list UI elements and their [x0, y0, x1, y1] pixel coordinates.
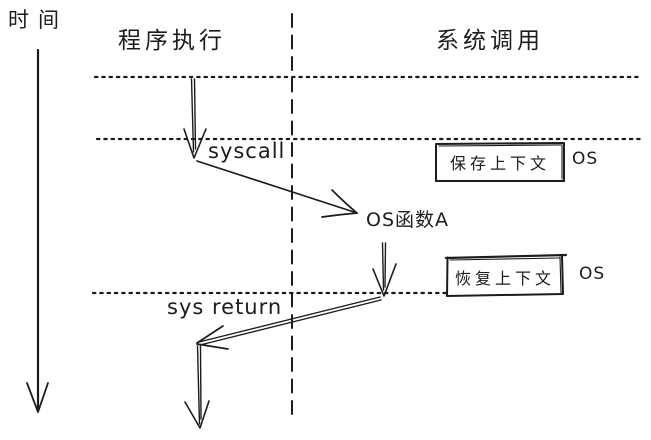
time-axis-arrow — [26, 48, 49, 413]
restore-context-box — [444, 253, 568, 297]
syscall-label: syscall — [208, 139, 286, 163]
os-function-label: OS函数A — [366, 209, 450, 231]
os-function-arrow — [372, 242, 397, 297]
time-axis-label: 时间 — [8, 8, 68, 32]
restore-context-box-label: 恢复上下文 — [454, 268, 555, 288]
restore-context-os-label: OS — [579, 264, 606, 284]
syscall-arrow — [196, 160, 358, 218]
column-header-program-execution: 程序执行 — [118, 28, 226, 54]
save-context-os-label: OS — [572, 149, 599, 169]
save-context-box-label: 保存上下文 — [449, 154, 550, 173]
sys-return-label: sys return — [167, 295, 283, 319]
sys-return-arrow — [196, 296, 382, 350]
column-header-system-call: 系统调用 — [436, 28, 544, 54]
program-execution-arrow — [183, 78, 207, 159]
save-context-box — [435, 142, 565, 182]
program-resume-arrow — [184, 345, 210, 429]
